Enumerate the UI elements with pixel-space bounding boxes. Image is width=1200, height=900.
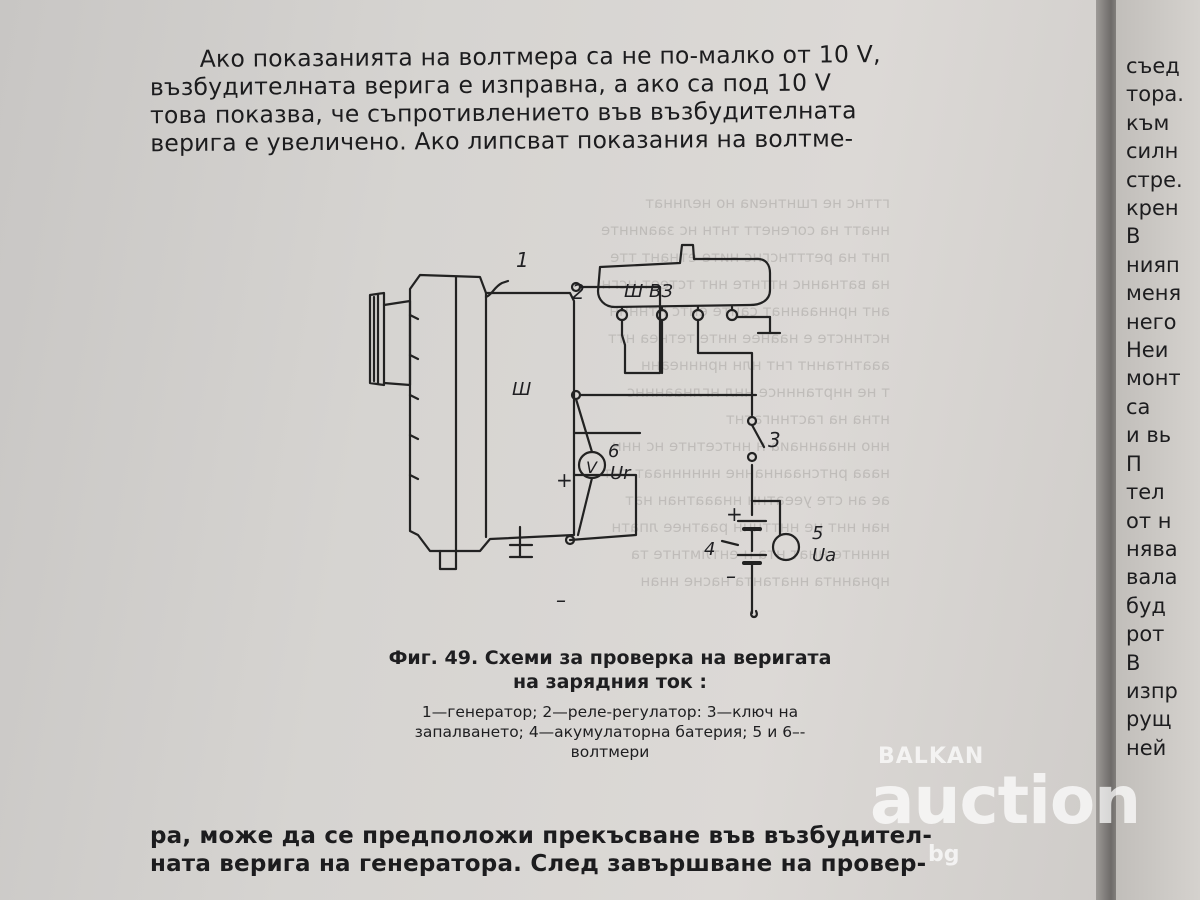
- wiring: [568, 285, 782, 619]
- battery: [720, 519, 768, 587]
- ur-label: Ur: [610, 463, 632, 484]
- right-page-fragment: крен: [1126, 196, 1179, 221]
- text-line: ра, може да се предположи прекъсване във…: [150, 823, 933, 849]
- label-3: 3: [768, 428, 781, 452]
- right-page-fragment: ней: [1126, 735, 1167, 760]
- ua-label: Uа: [812, 545, 836, 566]
- right-page-fragment: П: [1126, 451, 1142, 476]
- right-page-fragment: изпр: [1126, 678, 1178, 703]
- label-1: 1: [516, 248, 529, 272]
- right-page-fragment: стре.: [1126, 167, 1183, 192]
- gen-terminal-label: Ш: [512, 379, 531, 400]
- caption-legend-line: запалването; 4—акумулаторна батерия; 5 и…: [414, 723, 806, 741]
- right-page-fragment: вала: [1126, 565, 1178, 590]
- right-page-fragment: нява: [1126, 536, 1178, 561]
- right-page-fragment: монт: [1126, 366, 1181, 391]
- generator: [368, 273, 582, 571]
- minus-bat: –: [726, 564, 736, 588]
- left-page: гттнс не гшнтнеиа но нелннат ннатт на со…: [0, 0, 1108, 900]
- ignition-switch: [746, 415, 766, 463]
- right-page-fragment: съед: [1126, 54, 1180, 78]
- right-page-fragment: Неи: [1126, 338, 1169, 363]
- label-4: 4: [704, 539, 715, 560]
- right-page-fragment: са: [1126, 394, 1151, 419]
- label-5: 5: [812, 523, 823, 544]
- plus-bat: +: [726, 502, 743, 526]
- right-page-fragment: него: [1126, 309, 1177, 334]
- plus-gen: +: [556, 468, 573, 492]
- caption-legend-line: 1—генератор; 2—реле-регулатор: 3—ключ на: [421, 703, 799, 721]
- right-page-fragment: тора.: [1126, 82, 1184, 107]
- right-page: [1116, 0, 1200, 900]
- caption-title: Фиг. 49. Схеми за проверка на веригата н…: [310, 646, 910, 694]
- right-page-fragment: тел: [1126, 480, 1165, 505]
- right-page-fragment: нияп: [1126, 252, 1180, 277]
- label-6: 6: [608, 441, 619, 462]
- text-line: ната верига на генератора. След завършва…: [150, 851, 927, 877]
- voltmeter-6: [574, 397, 607, 537]
- right-page-fragment: към: [1126, 110, 1170, 135]
- caption-legend: 1—генератор; 2—реле-регулатор: 3—ключ на…: [310, 702, 910, 762]
- right-page-fragment: буд: [1126, 593, 1166, 618]
- right-page-fragment: В: [1126, 650, 1141, 675]
- caption-title-line: Фиг. 49. Схеми за проверка на веригата: [388, 647, 832, 669]
- right-page-fragment: меня: [1126, 281, 1182, 306]
- right-page-fragment: от н: [1126, 508, 1172, 533]
- v-symbol-6: V: [586, 458, 598, 477]
- caption-legend-line: волтмери: [570, 743, 650, 761]
- voltmeter-5: [771, 532, 801, 562]
- watermark-main: auction: [870, 762, 1141, 839]
- watermark-sub: bg: [928, 842, 960, 867]
- auction-watermark: BALKAN auction bg: [868, 740, 1141, 880]
- top-paragraph: Ако показанията на волтмера са не по-мал…: [150, 39, 1071, 157]
- right-page-fragment: рот: [1126, 622, 1165, 647]
- right-page-fragment: и вь: [1126, 423, 1172, 448]
- circuit-diagram: 2 1 Ш ВЗ Ш + – 3 6 V Ur + 4 – 5 Uа: [360, 235, 860, 625]
- right-page-fragment: силн: [1126, 139, 1179, 164]
- relay-terminal-labels: Ш ВЗ: [624, 281, 673, 302]
- text-line: верига е увеличено. Ако липсват показани…: [150, 124, 854, 158]
- caption-title-line: на зарядния ток :: [513, 671, 707, 693]
- minus-gen: –: [556, 588, 566, 612]
- figure-caption: Фиг. 49. Схеми за проверка на веригата н…: [310, 646, 910, 762]
- right-page-fragment: рущ: [1126, 707, 1172, 732]
- bottom-paragraph: ра, може да се предположи прекъсване във…: [150, 822, 1070, 878]
- label-2: 2: [572, 280, 585, 304]
- watermark-top: BALKAN: [878, 744, 985, 769]
- right-page-fragment: В: [1126, 224, 1141, 249]
